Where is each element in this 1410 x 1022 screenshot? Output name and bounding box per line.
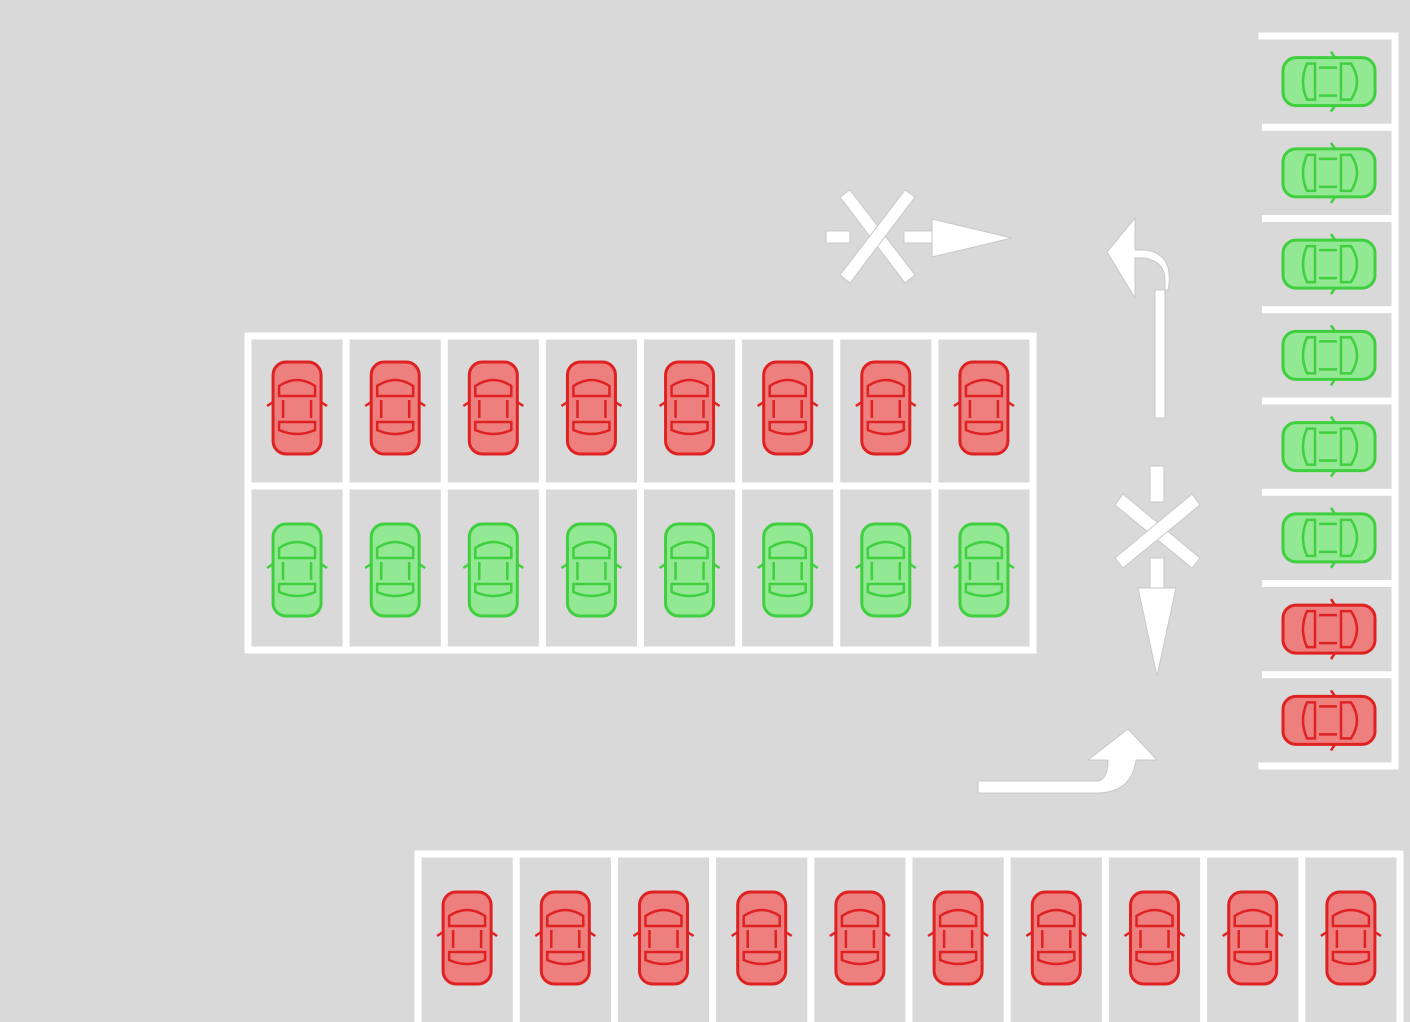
car-icon xyxy=(1123,890,1186,986)
car-icon xyxy=(953,522,1015,618)
turn-arrow-up-left-icon xyxy=(1106,216,1170,419)
car-icon xyxy=(1281,598,1377,660)
car-icon xyxy=(1281,233,1377,295)
car-icon xyxy=(266,360,328,456)
car-icon xyxy=(462,522,525,618)
car-icon xyxy=(855,360,917,456)
arrow-right-icon xyxy=(931,218,1013,258)
car-icon xyxy=(364,522,426,618)
car-icon xyxy=(756,360,819,456)
no-entry-x-icon xyxy=(825,189,935,284)
car-icon xyxy=(560,360,623,456)
car-icon xyxy=(1222,890,1284,986)
car-icon xyxy=(829,890,891,986)
car-icon xyxy=(731,890,793,986)
turn-arrow-right-up-icon xyxy=(977,728,1159,794)
car-icon xyxy=(1281,142,1377,204)
car-icon xyxy=(953,360,1015,456)
car-icon xyxy=(855,522,917,618)
car-icon xyxy=(1281,689,1377,752)
car-icon xyxy=(534,890,596,986)
car-icon xyxy=(1320,890,1382,986)
car-icon xyxy=(266,522,328,618)
car-icon xyxy=(658,522,721,618)
car-icon xyxy=(1281,415,1377,478)
stall-dividers xyxy=(342,123,1395,1022)
car-icon xyxy=(927,890,989,986)
road-markings xyxy=(825,189,1201,794)
car-icon xyxy=(632,890,695,986)
car-icon xyxy=(436,890,498,986)
car-icon xyxy=(1281,507,1377,569)
car-icon xyxy=(1281,50,1377,113)
car-icon xyxy=(756,522,819,618)
car-icon xyxy=(658,360,721,456)
no-entry-x-icon xyxy=(1114,465,1201,589)
car-icon xyxy=(364,360,426,456)
arrow-down-icon xyxy=(1137,587,1177,677)
cars xyxy=(266,50,1382,986)
car-icon xyxy=(462,360,525,456)
car-icon xyxy=(1025,890,1087,986)
car-icon xyxy=(1281,324,1377,387)
car-icon xyxy=(560,522,623,618)
